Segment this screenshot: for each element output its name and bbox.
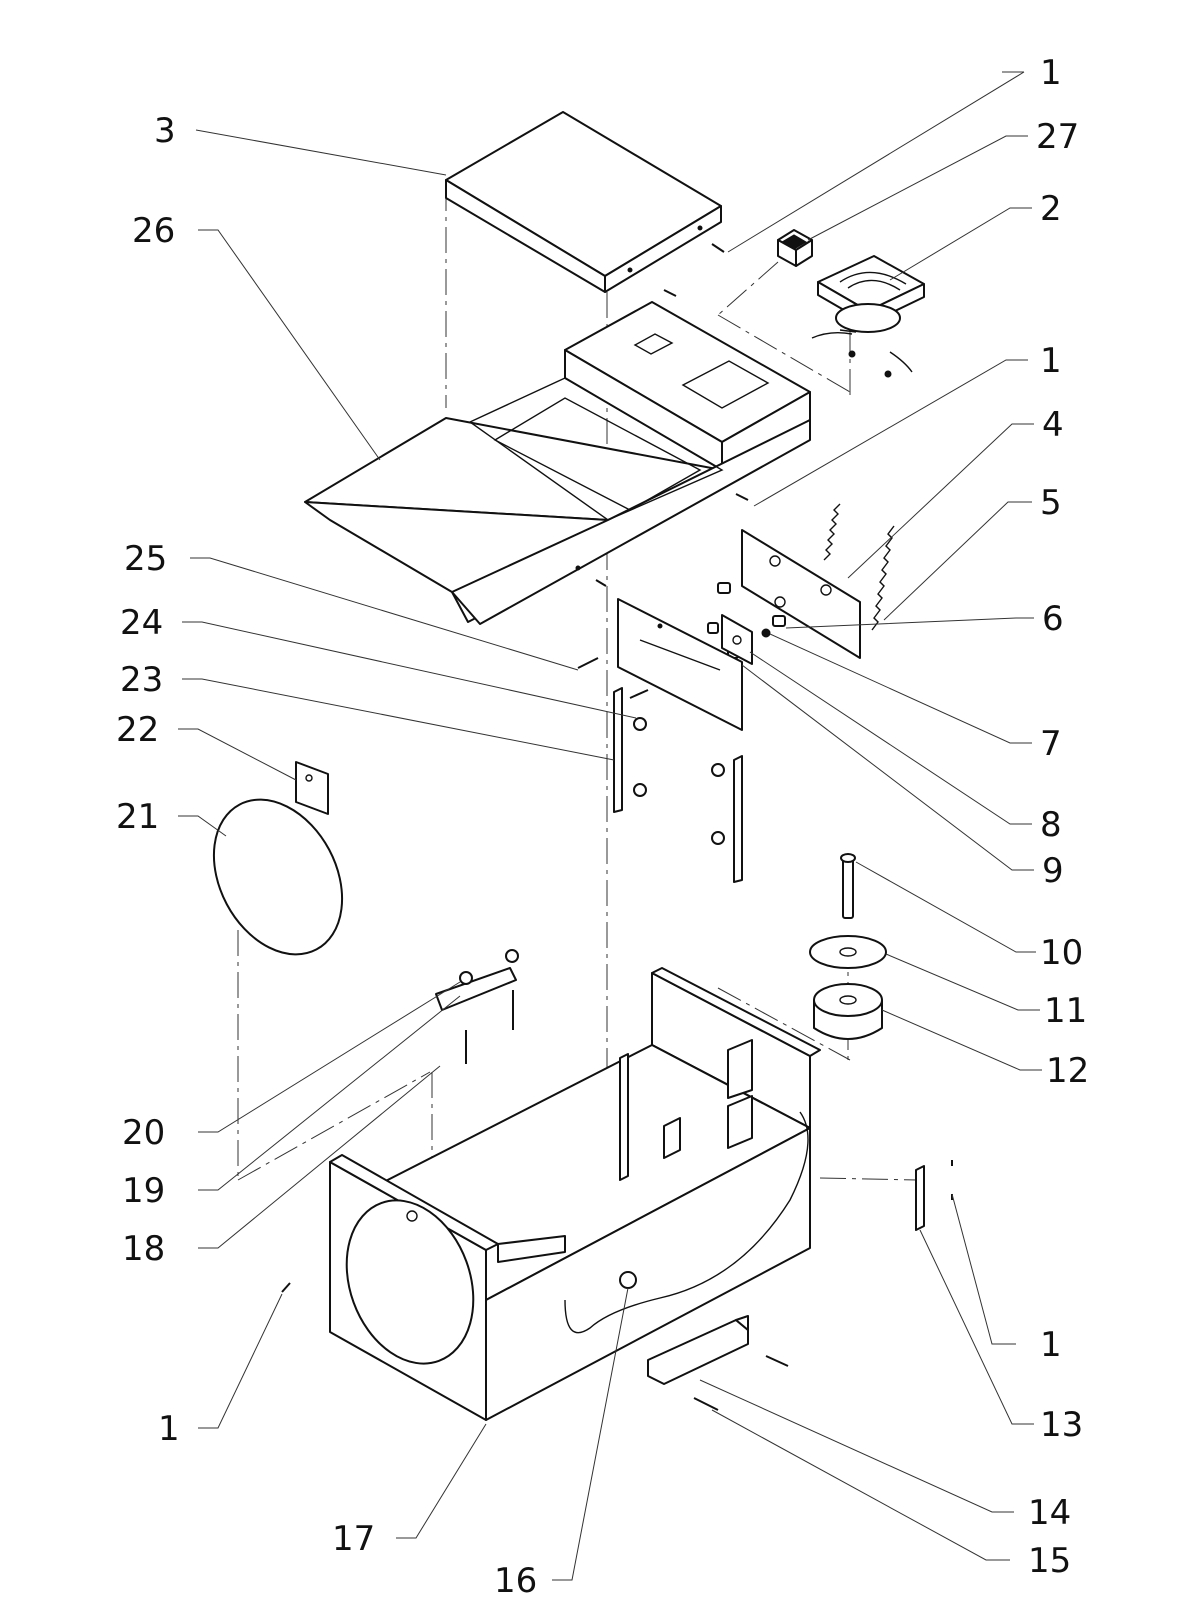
spacers-and-nuts (707, 582, 786, 665)
callout-4: 4 (1042, 405, 1064, 445)
callout-1-side: 1 (1040, 1325, 1062, 1365)
callout-3: 3 (154, 111, 176, 151)
bolt-25 (577, 657, 649, 699)
mounting-rails (613, 687, 743, 883)
callout-6: 6 (1042, 599, 1064, 639)
switch (777, 229, 813, 267)
callout-labels: 1 27 2 1 4 5 6 7 8 9 10 11 12 1 13 14 15… (116, 53, 1089, 1601)
callout-21: 21 (116, 797, 159, 837)
front-circuit-board (617, 598, 743, 731)
lens-disc (212, 798, 344, 956)
callout-12: 12 (1046, 1051, 1089, 1091)
small-plate (295, 761, 329, 815)
callout-5: 5 (1040, 483, 1062, 523)
callout-1-top: 1 (1040, 53, 1062, 93)
chassis-box (329, 967, 821, 1421)
side-plate (915, 1165, 925, 1231)
leader-lines (178, 71, 1042, 1581)
callout-25: 25 (124, 539, 167, 579)
callout-1-front: 1 (158, 1409, 180, 1449)
chassis-top-panel (304, 301, 811, 625)
meter (811, 255, 925, 378)
callout-9: 9 (1042, 851, 1064, 891)
handle (647, 1315, 749, 1385)
callout-7: 7 (1040, 724, 1062, 764)
clamp-assembly (435, 949, 519, 1064)
callout-13: 13 (1040, 1405, 1083, 1445)
top-cover (445, 111, 722, 293)
callout-24: 24 (120, 603, 163, 643)
callout-18: 18 (122, 1229, 165, 1269)
callout-14: 14 (1028, 1493, 1071, 1533)
callout-2: 2 (1040, 189, 1062, 229)
callout-27: 27 (1036, 117, 1079, 157)
callout-23: 23 (120, 660, 163, 700)
callout-20: 20 (122, 1113, 165, 1153)
callout-16: 16 (494, 1561, 537, 1601)
callout-22: 22 (116, 710, 159, 750)
callout-17: 17 (332, 1519, 375, 1559)
handle-bolts (693, 1355, 789, 1411)
callout-8: 8 (1040, 805, 1062, 845)
callout-15: 15 (1028, 1541, 1071, 1581)
callout-10: 10 (1040, 933, 1083, 973)
nuts-24 (633, 717, 725, 845)
callout-19: 19 (122, 1171, 165, 1211)
knob-stack (809, 853, 887, 1040)
callout-26: 26 (132, 211, 175, 251)
callout-1-chassis: 1 (1040, 341, 1062, 381)
callout-11: 11 (1044, 991, 1087, 1031)
rear-circuit-board (741, 529, 861, 659)
springs (823, 503, 895, 631)
